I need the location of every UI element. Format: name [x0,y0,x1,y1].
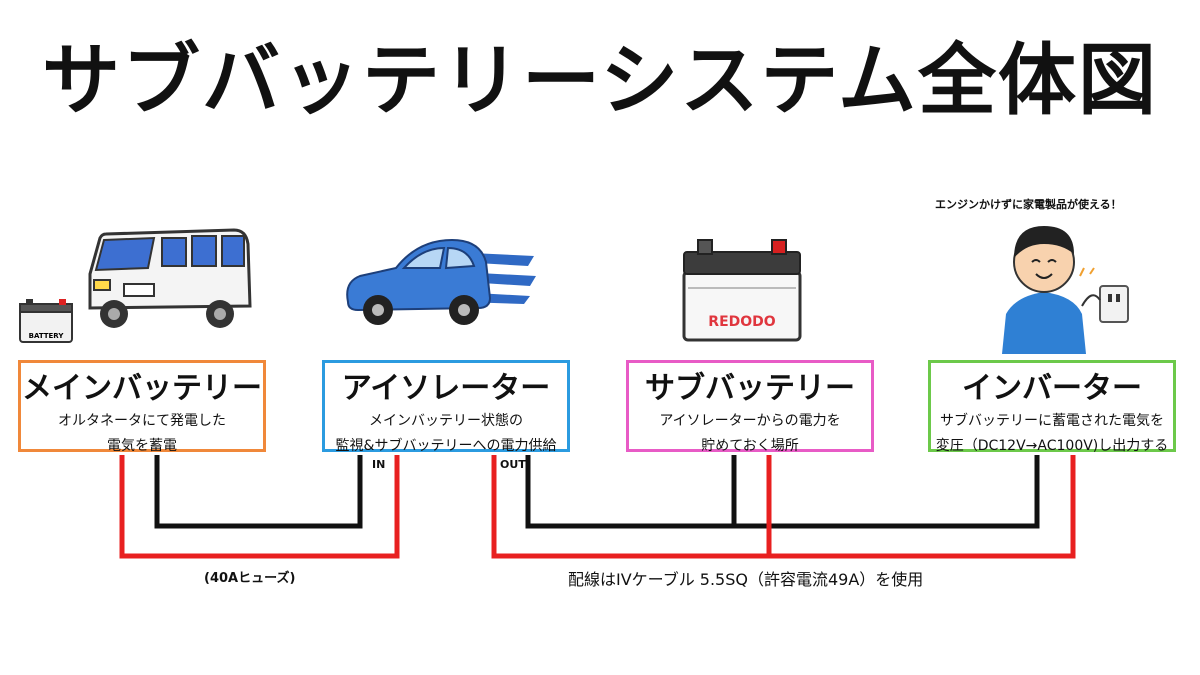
battery-label-text: BATTERY [29,332,65,340]
main-battery-box: メインバッテリー オルタネータにて発電した 電気を蓄電 [18,360,266,454]
car-icon [346,238,536,325]
page-title: サブバッテリーシステム全体図 [41,36,1159,126]
box-title: メインバッテリー [22,371,262,406]
box-desc-line1: サブバッテリーに蓄電された電気を [940,413,1164,429]
box-desc-line2: 変圧（DC12V→AC100V)し出力する [935,438,1169,454]
wiring-note: 配線はIVケーブル 5.5SQ（許容電流49A）を使用 [568,570,924,589]
box-desc-line2: 監視&サブバッテリーへの電力供給 [335,438,557,454]
box-title: インバーター [962,371,1142,406]
isolator-in-label: IN [372,458,386,471]
negative-wire-sub-inverter [525,455,1040,529]
positive-wire-out-inverter [491,455,1076,559]
box-title: アイソレーター [341,371,551,406]
box-desc-line2: 貯めておく場所 [701,438,799,454]
isolator-out-label: OUT [500,458,526,471]
isolator-box: アイソレーター メインバッテリー状態の 監視&サブバッテリーへの電力供給 [322,360,570,454]
sub-battery-icon: REDODO [682,239,802,342]
person-icon [1002,226,1129,354]
box-desc-line2: 電気を蓄電 [107,438,177,454]
positive-wire-main-isolator [119,455,400,559]
box-desc-line1: アイソレーターからの電力を [659,413,841,429]
brand-label-text: REDODO [708,314,775,330]
inverter-box: インバーター サブバッテリーに蓄電された電気を 変圧（DC12V→AC100V)… [928,360,1176,454]
negative-wire-main-isolator [154,455,363,529]
sub-battery-box: サブバッテリー アイソレーターからの電力を 貯めておく場所 [626,360,874,454]
battery-icon: BATTERY [19,299,73,343]
box-desc-line1: オルタネータにて発電した [58,413,226,429]
van-icon [88,228,252,328]
box-desc-line1: メインバッテリー状態の [369,413,523,429]
fuse-note: (40Aヒューズ) [204,571,296,586]
speech-note: エンジンかけずに家電製品が使える！ [935,198,1122,211]
box-title: サブバッテリー [645,371,855,406]
